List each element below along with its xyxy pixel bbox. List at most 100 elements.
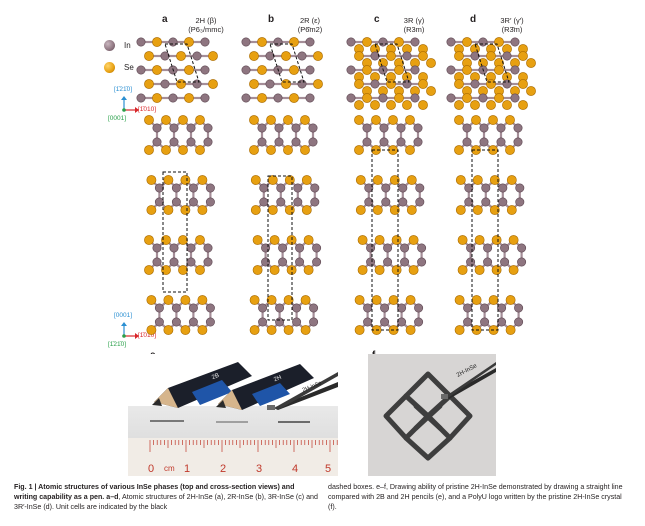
se-atom	[195, 265, 205, 275]
se-atom	[454, 325, 465, 335]
in-atom	[502, 51, 512, 61]
se-atom	[176, 79, 186, 89]
in-atom	[257, 137, 267, 147]
ruler-number-5: 5	[325, 463, 331, 475]
se-atom	[508, 235, 519, 245]
in-atom	[415, 197, 425, 207]
se-atom	[486, 51, 496, 61]
se-atom	[374, 265, 385, 275]
in-atom	[265, 51, 275, 61]
panel-d-header: d 3R′ (γ′) (R3̄m)	[470, 14, 542, 38]
panel-b-letter: b	[268, 14, 275, 25]
se-atom	[355, 205, 366, 215]
se-atom	[386, 51, 396, 61]
in-atom	[205, 197, 215, 207]
in-atom	[293, 197, 303, 207]
se-atom	[269, 265, 280, 275]
se-atom	[386, 79, 396, 89]
se-atom	[394, 93, 404, 103]
se-atom	[152, 37, 162, 47]
se-atom	[488, 115, 498, 125]
in-atom	[205, 183, 215, 193]
caption-left: Fig. 1 | Atomic structures of various In…	[14, 482, 318, 512]
in-atom	[278, 243, 288, 253]
se-atom	[455, 205, 466, 215]
photo-e-drawing: cm 0 1 2 3 4 5	[128, 362, 338, 476]
in-atom	[292, 317, 302, 327]
se-atom	[505, 145, 515, 155]
top-axis-right-label: [1̄010]	[138, 106, 157, 113]
in-atom	[186, 137, 196, 147]
panel-a-header: a 2H (β) (P6₃/mmc)	[162, 14, 234, 38]
se-atom	[354, 51, 364, 61]
se-atom	[267, 205, 278, 215]
se-atom	[178, 235, 188, 245]
in-atom	[171, 317, 181, 327]
in-atom	[500, 257, 510, 267]
se-atom	[161, 115, 171, 125]
se-atom	[313, 79, 323, 89]
caption-right: dashed boxes. e–f, Drawing ability of pr…	[328, 483, 623, 511]
se-atom	[266, 325, 277, 335]
in-atom	[200, 65, 210, 75]
se-atom	[266, 145, 276, 155]
in-atom	[517, 257, 527, 267]
panel-a-group: (P6₃/mmc)	[188, 25, 224, 34]
se-atom	[526, 86, 536, 96]
ruler-ticks	[149, 440, 338, 452]
in-atom	[273, 37, 283, 47]
se-atom	[152, 93, 162, 103]
in-atom	[498, 183, 508, 193]
se-atom	[454, 115, 464, 125]
in-atom	[483, 243, 493, 253]
in-atom	[381, 197, 391, 207]
in-atom	[186, 257, 196, 267]
se-atom	[406, 205, 417, 215]
in-atom	[480, 303, 490, 313]
in-atom	[160, 51, 170, 61]
in-atom	[265, 79, 275, 89]
se-atom	[457, 265, 468, 275]
se-atom	[144, 235, 154, 245]
in-atom	[414, 317, 424, 327]
in-atom	[515, 197, 525, 207]
se-atom	[372, 205, 383, 215]
in-atom	[379, 137, 389, 147]
unit-cell-cross	[371, 149, 399, 331]
in-atom	[363, 303, 373, 313]
se-atom	[283, 295, 294, 305]
se-atom	[455, 175, 466, 185]
in-atom	[510, 65, 520, 75]
in-atom	[414, 303, 424, 313]
se-atom	[144, 265, 154, 275]
in-atom	[274, 123, 284, 133]
in-atom	[309, 303, 319, 313]
in-atom	[463, 317, 473, 327]
se-atom	[163, 205, 174, 215]
in-atom	[275, 303, 285, 313]
unit-cell-top	[164, 43, 200, 83]
se-atom	[252, 235, 263, 245]
se-atom	[405, 145, 415, 155]
in-atom	[291, 123, 301, 133]
panel-b-header: b 2R (ε) (P6̄m2)	[268, 14, 340, 38]
in-atom	[200, 37, 210, 47]
in-atom	[152, 137, 162, 147]
in-atom	[152, 243, 162, 253]
in-atom	[305, 93, 315, 103]
se-atom	[355, 175, 366, 185]
se-atom	[462, 65, 472, 75]
in-atom	[464, 197, 474, 207]
se-atom	[284, 205, 295, 215]
se-atom	[354, 115, 364, 125]
ruler-number-1: 1	[184, 463, 190, 475]
in-atom	[364, 183, 374, 193]
se-atom	[457, 235, 468, 245]
in-atom	[192, 79, 202, 89]
se-atom	[144, 115, 154, 125]
se-atom	[289, 37, 299, 47]
pencil-2b	[152, 362, 252, 408]
in-atom	[310, 197, 320, 207]
se-atom	[250, 205, 261, 215]
se-atom	[176, 51, 186, 61]
